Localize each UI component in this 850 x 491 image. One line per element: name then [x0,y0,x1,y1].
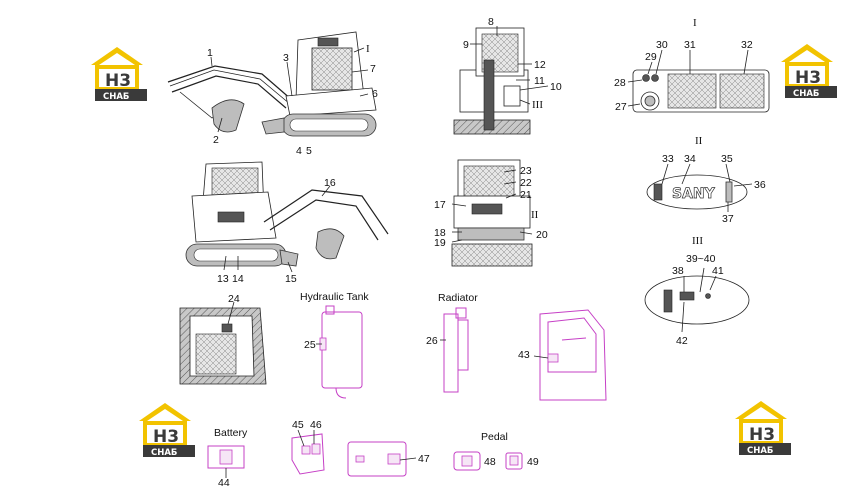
pedals: Pedal 48 49 [453,431,539,471]
label-48: 48 [484,456,496,468]
label-6: 6 [372,88,378,100]
label-25: 25 [304,339,316,351]
label-2: 2 [213,134,219,146]
logo-bottom-left: H3 СНАБ [139,403,195,458]
detail-ii-title: II [695,135,703,147]
excavator-side-view: 1 2 3 4 5 6 7 I [167,31,378,157]
label-31: 31 [684,39,696,51]
label-23: 23 [520,165,532,177]
label-28: 28 [614,77,626,89]
label-34: 34 [684,153,696,165]
logo-top-right: H3 СНАБ [781,44,837,99]
label-20: 20 [536,229,548,241]
brand-logo: SANY [672,186,716,202]
battery-caption: Battery [214,427,248,439]
excavator-front-view: 8 9 10 11 12 III [453,16,562,135]
label-33: 33 [662,153,674,165]
detail-i: I 27 28 29 30 31 32 [614,17,770,113]
pedal-caption: Pedal [481,431,508,443]
label-1: 1 [207,47,213,59]
battery: Battery 44 [207,427,248,489]
cab-interior: 24 [179,293,267,385]
label-42: 42 [676,335,688,347]
logo-sub: СНАБ [793,89,819,99]
logo-sub: СНАБ [747,446,773,456]
excavator-rear-view: 13 14 15 16 [185,161,389,285]
label-36: 36 [754,179,766,191]
label-49: 49 [527,456,539,468]
label-27: 27 [615,101,627,113]
label-39-40: 39~40 [686,253,716,265]
label-37: 37 [722,213,734,225]
logo-bottom-right: H3 СНАБ [735,401,791,456]
label-21: 21 [520,189,532,201]
label-46: 46 [310,419,322,431]
label-47: 47 [418,453,430,465]
label-roman-iii-front: III [532,99,543,111]
label-29: 29 [645,51,657,63]
label-4: 4 [296,145,302,157]
logo-mark: H3 [795,68,821,88]
label-30: 30 [656,39,668,51]
label-19: 19 [434,237,446,249]
detail-ii: II SANY 33 34 35 36 37 [646,135,766,225]
logo-mark: H3 [153,427,179,447]
label-14: 14 [232,273,244,285]
label-12: 12 [534,59,546,71]
label-22: 22 [520,177,532,189]
label-10: 10 [550,81,562,93]
logo-mark: H3 [105,71,131,91]
detail-i-title: I [693,17,697,29]
detail-iii-title: III [692,235,703,247]
logo-mark: H3 [749,425,775,445]
label-11: 11 [534,75,545,87]
label-16: 16 [324,177,336,189]
label-43: 43 [518,349,530,361]
cab-door: 43 [518,309,607,401]
label-5: 5 [306,145,312,157]
label-35: 35 [721,153,733,165]
label-24: 24 [228,293,240,305]
label-38: 38 [672,265,684,277]
label-41: 41 [712,265,724,277]
label-8: 8 [488,16,494,28]
label-18: 18 [434,227,446,239]
label-32: 32 [741,39,753,51]
label-15: 15 [285,273,297,285]
hydraulic-tank-caption: Hydraulic Tank [300,291,369,303]
label-roman-ii-back: II [531,209,539,221]
label-9: 9 [463,39,469,51]
radiator: Radiator 26 [426,292,478,393]
detail-iii: III 38 39~40 41 42 [644,235,750,347]
floor-plate: 47 [347,441,430,477]
label-45: 45 [292,419,304,431]
logo-sub: СНАБ [151,448,177,458]
label-44: 44 [218,477,230,489]
hydraulic-tank: Hydraulic Tank 25 [300,291,369,399]
label-roman-i-left: I [366,43,370,55]
label-3: 3 [283,52,289,64]
label-13: 13 [217,273,229,285]
radiator-caption: Radiator [438,292,478,304]
control-panel-part: 45 46 [291,419,325,475]
excavator-back-view: 23 22 21 17 18 19 20 II [434,159,548,267]
label-7: 7 [370,63,376,75]
logo-sub: СНАБ [103,92,129,102]
label-26: 26 [426,335,438,347]
logo-top-left: H3 СНАБ [91,47,147,102]
label-17: 17 [434,199,446,211]
